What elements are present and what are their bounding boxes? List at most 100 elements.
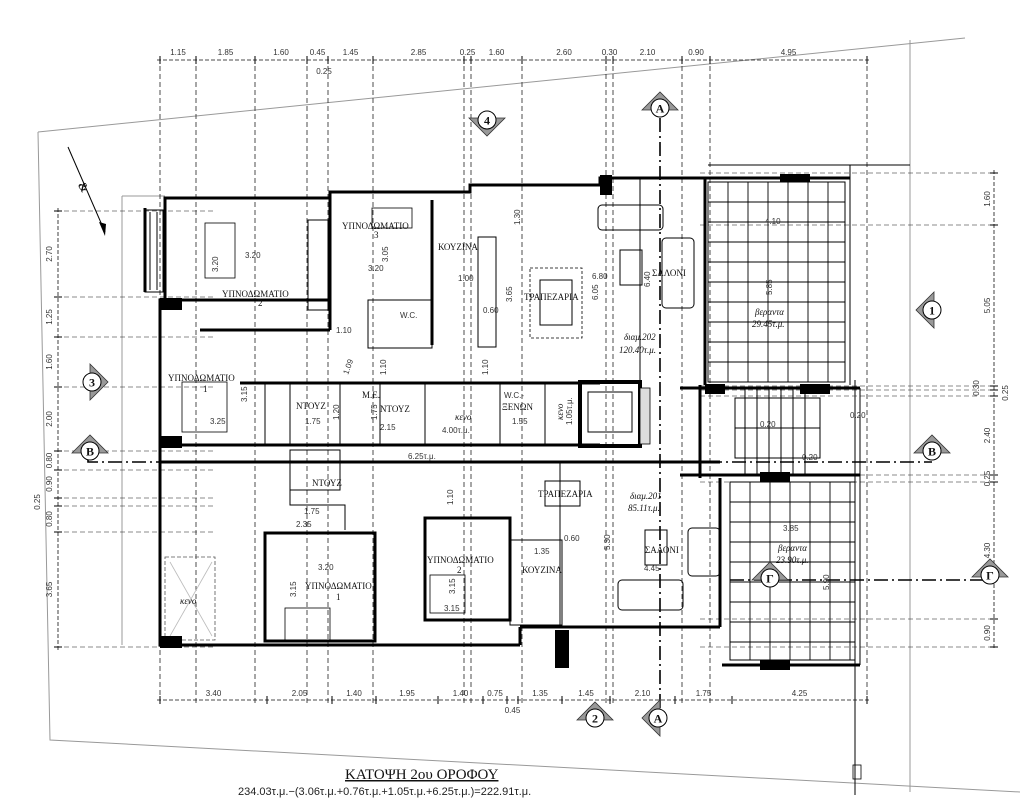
dim-label: 0.60 (483, 306, 499, 315)
room-number: 1 (203, 384, 208, 394)
top-dimension-label: 1.45 (343, 48, 359, 57)
top-dimension-label: 1.60 (273, 48, 289, 57)
grid-marker-bottom-2: 2 (576, 701, 614, 728)
dim-label: 3.20 (245, 251, 261, 260)
site-boundary (37, 37, 1021, 795)
apartment-label: διαμ.201 (630, 491, 662, 501)
dim-label: 1.10 (481, 359, 490, 375)
room-name: ΣΑΛΟΝΙ (652, 268, 686, 278)
room-name: ΝΤΟΥΖ (380, 404, 410, 414)
left-dimension-label: 1.60 (45, 354, 54, 370)
dim-label: 3.25 (210, 417, 226, 426)
grid-marker-right-B: B (913, 434, 951, 461)
void-label: κενο (555, 403, 565, 420)
right-dimension-label: 4.30 (983, 542, 992, 558)
grid-marker-bottom-A: A (641, 699, 668, 737)
svg-text:&: & (75, 179, 92, 195)
dim-label: 0.20 (760, 420, 776, 429)
left-dimension-label: 0.25 (33, 494, 42, 510)
bottom-dimension-label: 4.25 (792, 689, 808, 698)
marker-label: 1 (929, 304, 935, 318)
grid-marker-right-G: Γ (971, 558, 1009, 585)
marker-label: Γ (766, 572, 774, 586)
bottom-dimension-label: 1.45 (578, 689, 594, 698)
dim-label: 1.35 (534, 547, 550, 556)
top-dimension-label: 4.95 (781, 48, 797, 57)
left-dimension-label: 0.90 (45, 476, 54, 492)
top-dimension-label: 2.60 (556, 48, 572, 57)
left-dimension-label: 0.80 (45, 452, 54, 468)
left-dimension-label: 1.25 (45, 309, 54, 325)
dim-label: 3.20 (318, 563, 334, 572)
top-dimension-label: 1.15 (170, 48, 186, 57)
walls (143, 164, 910, 670)
room-name: ΥΠΝΟΔΩΜΑΤΙΟ (305, 581, 372, 591)
bottom-dimension-label: 1.75 (696, 689, 712, 698)
room-name: ΚΟΥΖΙΝΑ (438, 242, 478, 252)
dim-label: 1.75 (370, 404, 379, 420)
dim-label: 0.60 (564, 534, 580, 543)
top-dimension-label: 0.25 (316, 67, 332, 76)
bottom-dimension-label: 1.40 (453, 689, 469, 698)
room-name: ΝΤΟΥΖ (296, 401, 326, 411)
top-dimension-label: 1.85 (218, 48, 234, 57)
bottom-dimension-label: 1.95 (399, 689, 415, 698)
bottom-dimension-label: 0.45 (505, 706, 521, 715)
top-dimension-label: 0.45 (310, 48, 326, 57)
top-dimension-label: 2.10 (640, 48, 656, 57)
room-number: 2 (258, 298, 263, 308)
left-dimension-label: 2.00 (45, 411, 54, 427)
staircase (734, 388, 821, 475)
grid-marker-right-1: 1 (915, 291, 942, 329)
room-name: ΥΠΝΟΔΩΜΑΤΙΟ (168, 373, 235, 383)
room-number: 2 (457, 565, 462, 575)
marker-label: 2 (592, 712, 598, 726)
dim-label: 3.20 (368, 264, 384, 273)
room-number: 1 (336, 592, 341, 602)
grid-marker-top-4: 4 (468, 110, 506, 137)
left-dimension-label: 0.80 (45, 511, 54, 527)
dim-label: 1.00 (458, 274, 474, 283)
top-dimension-label: 2.85 (411, 48, 427, 57)
right-dimension-label: 0.90 (983, 625, 992, 641)
room-name: W.C.- (504, 391, 524, 400)
dim-label: 1.30 (513, 209, 522, 225)
void-area: 1.05τ.μ. (565, 397, 574, 425)
dim-label: 3.15 (444, 604, 460, 613)
top-dimension-label: 0.30 (602, 48, 618, 57)
marker-label: Γ (986, 569, 994, 583)
grid-marker-left-3: 3 (82, 363, 109, 401)
bottom-dimension-label: 2.10 (635, 689, 651, 698)
dim-label: 6.05 (591, 284, 600, 300)
marker-label: A (654, 712, 663, 726)
bottom-dimension-label: 1.40 (346, 689, 362, 698)
dim-label: 1.75 (304, 507, 320, 516)
right-dimension-label: 0.25 (983, 470, 992, 486)
veranda-label: βεραντα (777, 543, 807, 553)
apartment-label: διαμ.202 (624, 332, 656, 342)
dim-label: 0.20 (850, 411, 866, 420)
veranda-area: 29.45τ.μ. (752, 319, 785, 329)
bottom-dimension-label: 2.05 (292, 689, 308, 698)
room-labels: ΥΠΝΟΔΩΜΑΤΙΟ 2 3.20 3.20 ΥΠΝΟΔΩΜΑΤΙΟ 3 3.… (168, 209, 866, 613)
dim-label: 1.20 (332, 404, 341, 420)
north-arrow-icon: & (67, 146, 106, 236)
dim-label: 1.75 (305, 417, 321, 426)
marker-label: B (86, 445, 94, 459)
right-dimension-label: 2.40 (983, 427, 992, 443)
dim-label: 2.35 (296, 520, 312, 529)
dimension-chains: 1.15 1.85 1.60 0.45 1.45 2.85 0.25 1.60 2.60 0.30… (33, 48, 1010, 715)
room-name: ΤΡΑΠΕΖΑΡΙΑ (538, 489, 593, 499)
dim-label: 3.15 (289, 581, 298, 597)
dim-label: 5.90 (822, 574, 831, 590)
bottom-dimension-label: 3.40 (206, 689, 222, 698)
room-name: ΤΡΑΠΕΖΑΡΙΑ (524, 292, 579, 302)
marker-label: 4 (484, 114, 490, 128)
bottom-dimension-label: 1.35 (532, 689, 548, 698)
veranda-upper-tiles (707, 181, 846, 383)
grid-marker-inner-G: Γ (751, 561, 789, 588)
right-dimension-label: 5.05 (983, 297, 992, 313)
